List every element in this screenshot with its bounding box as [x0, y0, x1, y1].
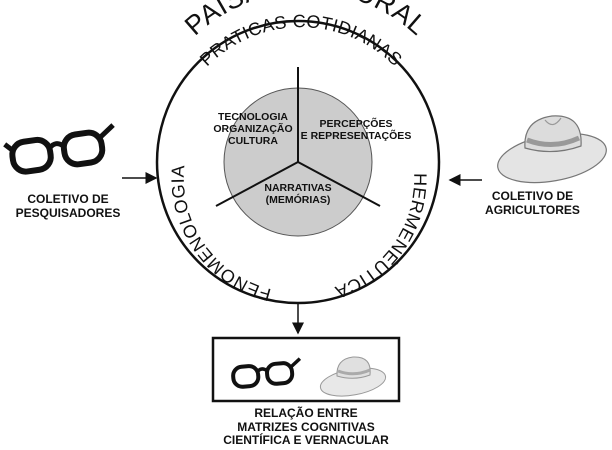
segment-left-line1: TECNOLOGIA	[218, 111, 288, 123]
farmers-line2: AGRICULTORES	[485, 202, 580, 217]
result-line3: CIENTÍFICA E VERNACULAR	[223, 433, 389, 447]
hat-icon	[319, 356, 387, 397]
segment-bottom-label: NARRATIVAS (MEMÓRIAS)	[248, 182, 348, 206]
divider-left	[215, 161, 299, 207]
glasses-icon	[3, 123, 115, 175]
glasses-icon	[231, 357, 302, 389]
segment-right-line1: PERCEPÇÕES	[319, 118, 393, 130]
segment-left-label: TECNOLOGIA ORGANIZAÇÃO CULTURA	[203, 111, 303, 147]
segment-bottom-line2: (MEMÓRIAS)	[265, 194, 331, 207]
segment-left-line3: CULTURA	[228, 135, 278, 148]
researchers-line2: PESQUISADORES	[15, 205, 121, 220]
segment-left-line2: ORGANIZAÇÃO	[213, 123, 293, 136]
farmers-label: COLETIVO DE AGRICULTORES	[470, 189, 595, 218]
researchers-label: COLETIVO DE PESQUISADORES	[8, 192, 128, 221]
segment-bottom-line1: NARRATIVAS	[264, 182, 332, 194]
result-line1: RELAÇÃO ENTRE	[254, 406, 358, 420]
result-caption: RELAÇÃO ENTRE MATRIZES COGNITIVAS CIENTÍ…	[196, 406, 416, 448]
farmers-line1: COLETIVO DE	[491, 189, 574, 203]
researchers-line1: COLETIVO DE	[27, 192, 109, 206]
result-line2: MATRIZES COGNITIVAS	[237, 419, 375, 434]
hat-icon	[497, 115, 607, 184]
segment-right-label: PERCEPÇÕES E REPRESENTAÇÕES	[297, 118, 415, 142]
divider-right	[297, 161, 381, 207]
segment-right-line2: E REPRESENTAÇÕES	[300, 130, 412, 143]
